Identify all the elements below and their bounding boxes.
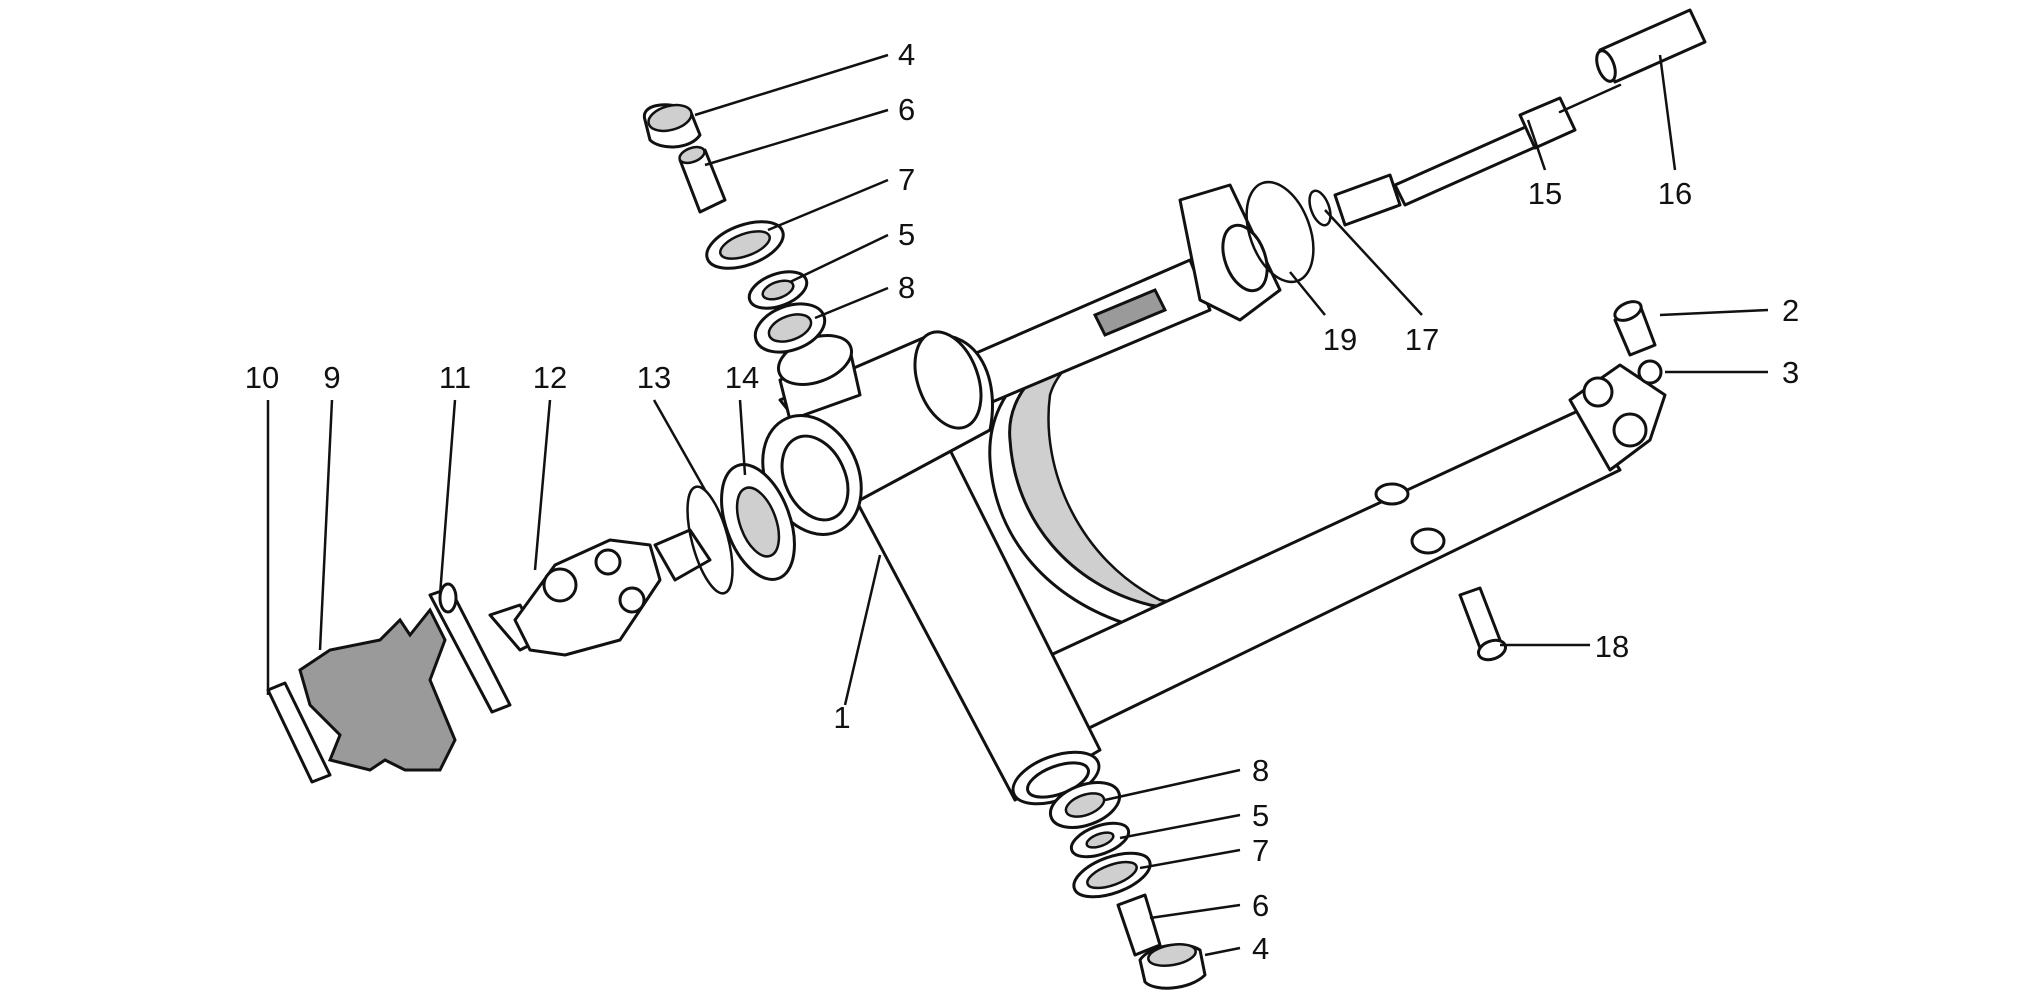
callout-17: 17 — [1405, 322, 1439, 357]
callout-6-top: 6 — [898, 92, 915, 127]
callout-18: 18 — [1595, 629, 1629, 664]
callout-9: 9 — [323, 360, 340, 395]
top-pivot-stack — [642, 103, 827, 354]
callout-19: 19 — [1323, 322, 1357, 357]
callout-14: 14 — [725, 360, 759, 395]
drive-shaft-assembly — [1245, 8, 1707, 284]
callout-12: 12 — [533, 360, 567, 395]
bottom-pivot-stack — [1048, 781, 1207, 990]
callout-4-bottom: 4 — [1252, 931, 1269, 966]
drive-assembly — [266, 463, 796, 784]
callout-10: 10 — [245, 360, 279, 395]
callout-13: 13 — [637, 360, 671, 395]
callout-11: 11 — [439, 360, 471, 395]
callout-4-top: 4 — [898, 37, 915, 72]
swing-arm-frame — [761, 183, 1667, 806]
circlip-17 — [1308, 189, 1332, 227]
callout-8-bottom: 8 — [1252, 753, 1269, 788]
callout-labels: 1 2 3 4 6 7 5 8 8 5 7 6 4 9 10 11 12 13 … — [245, 37, 1799, 966]
pivot-pin-bottom — [1116, 893, 1162, 957]
callout-5-bottom: 5 — [1252, 798, 1269, 833]
callout-7-bottom: 7 — [1252, 833, 1269, 868]
pin-10 — [266, 681, 332, 784]
callout-6-bottom: 6 — [1252, 888, 1269, 923]
callout-2: 2 — [1782, 293, 1799, 328]
callout-3: 3 — [1782, 355, 1799, 390]
callout-7-top: 7 — [898, 162, 915, 197]
callout-1: 1 — [833, 700, 850, 735]
leader-lines — [266, 53, 1769, 957]
callout-15: 15 — [1528, 176, 1562, 211]
callout-8-top: 8 — [898, 270, 915, 305]
washer-3 — [1637, 359, 1663, 385]
callout-16: 16 — [1658, 176, 1692, 211]
universal-joint-12 — [513, 538, 662, 657]
rubber-boot-9 — [298, 607, 457, 772]
callout-5-top: 5 — [898, 217, 915, 252]
